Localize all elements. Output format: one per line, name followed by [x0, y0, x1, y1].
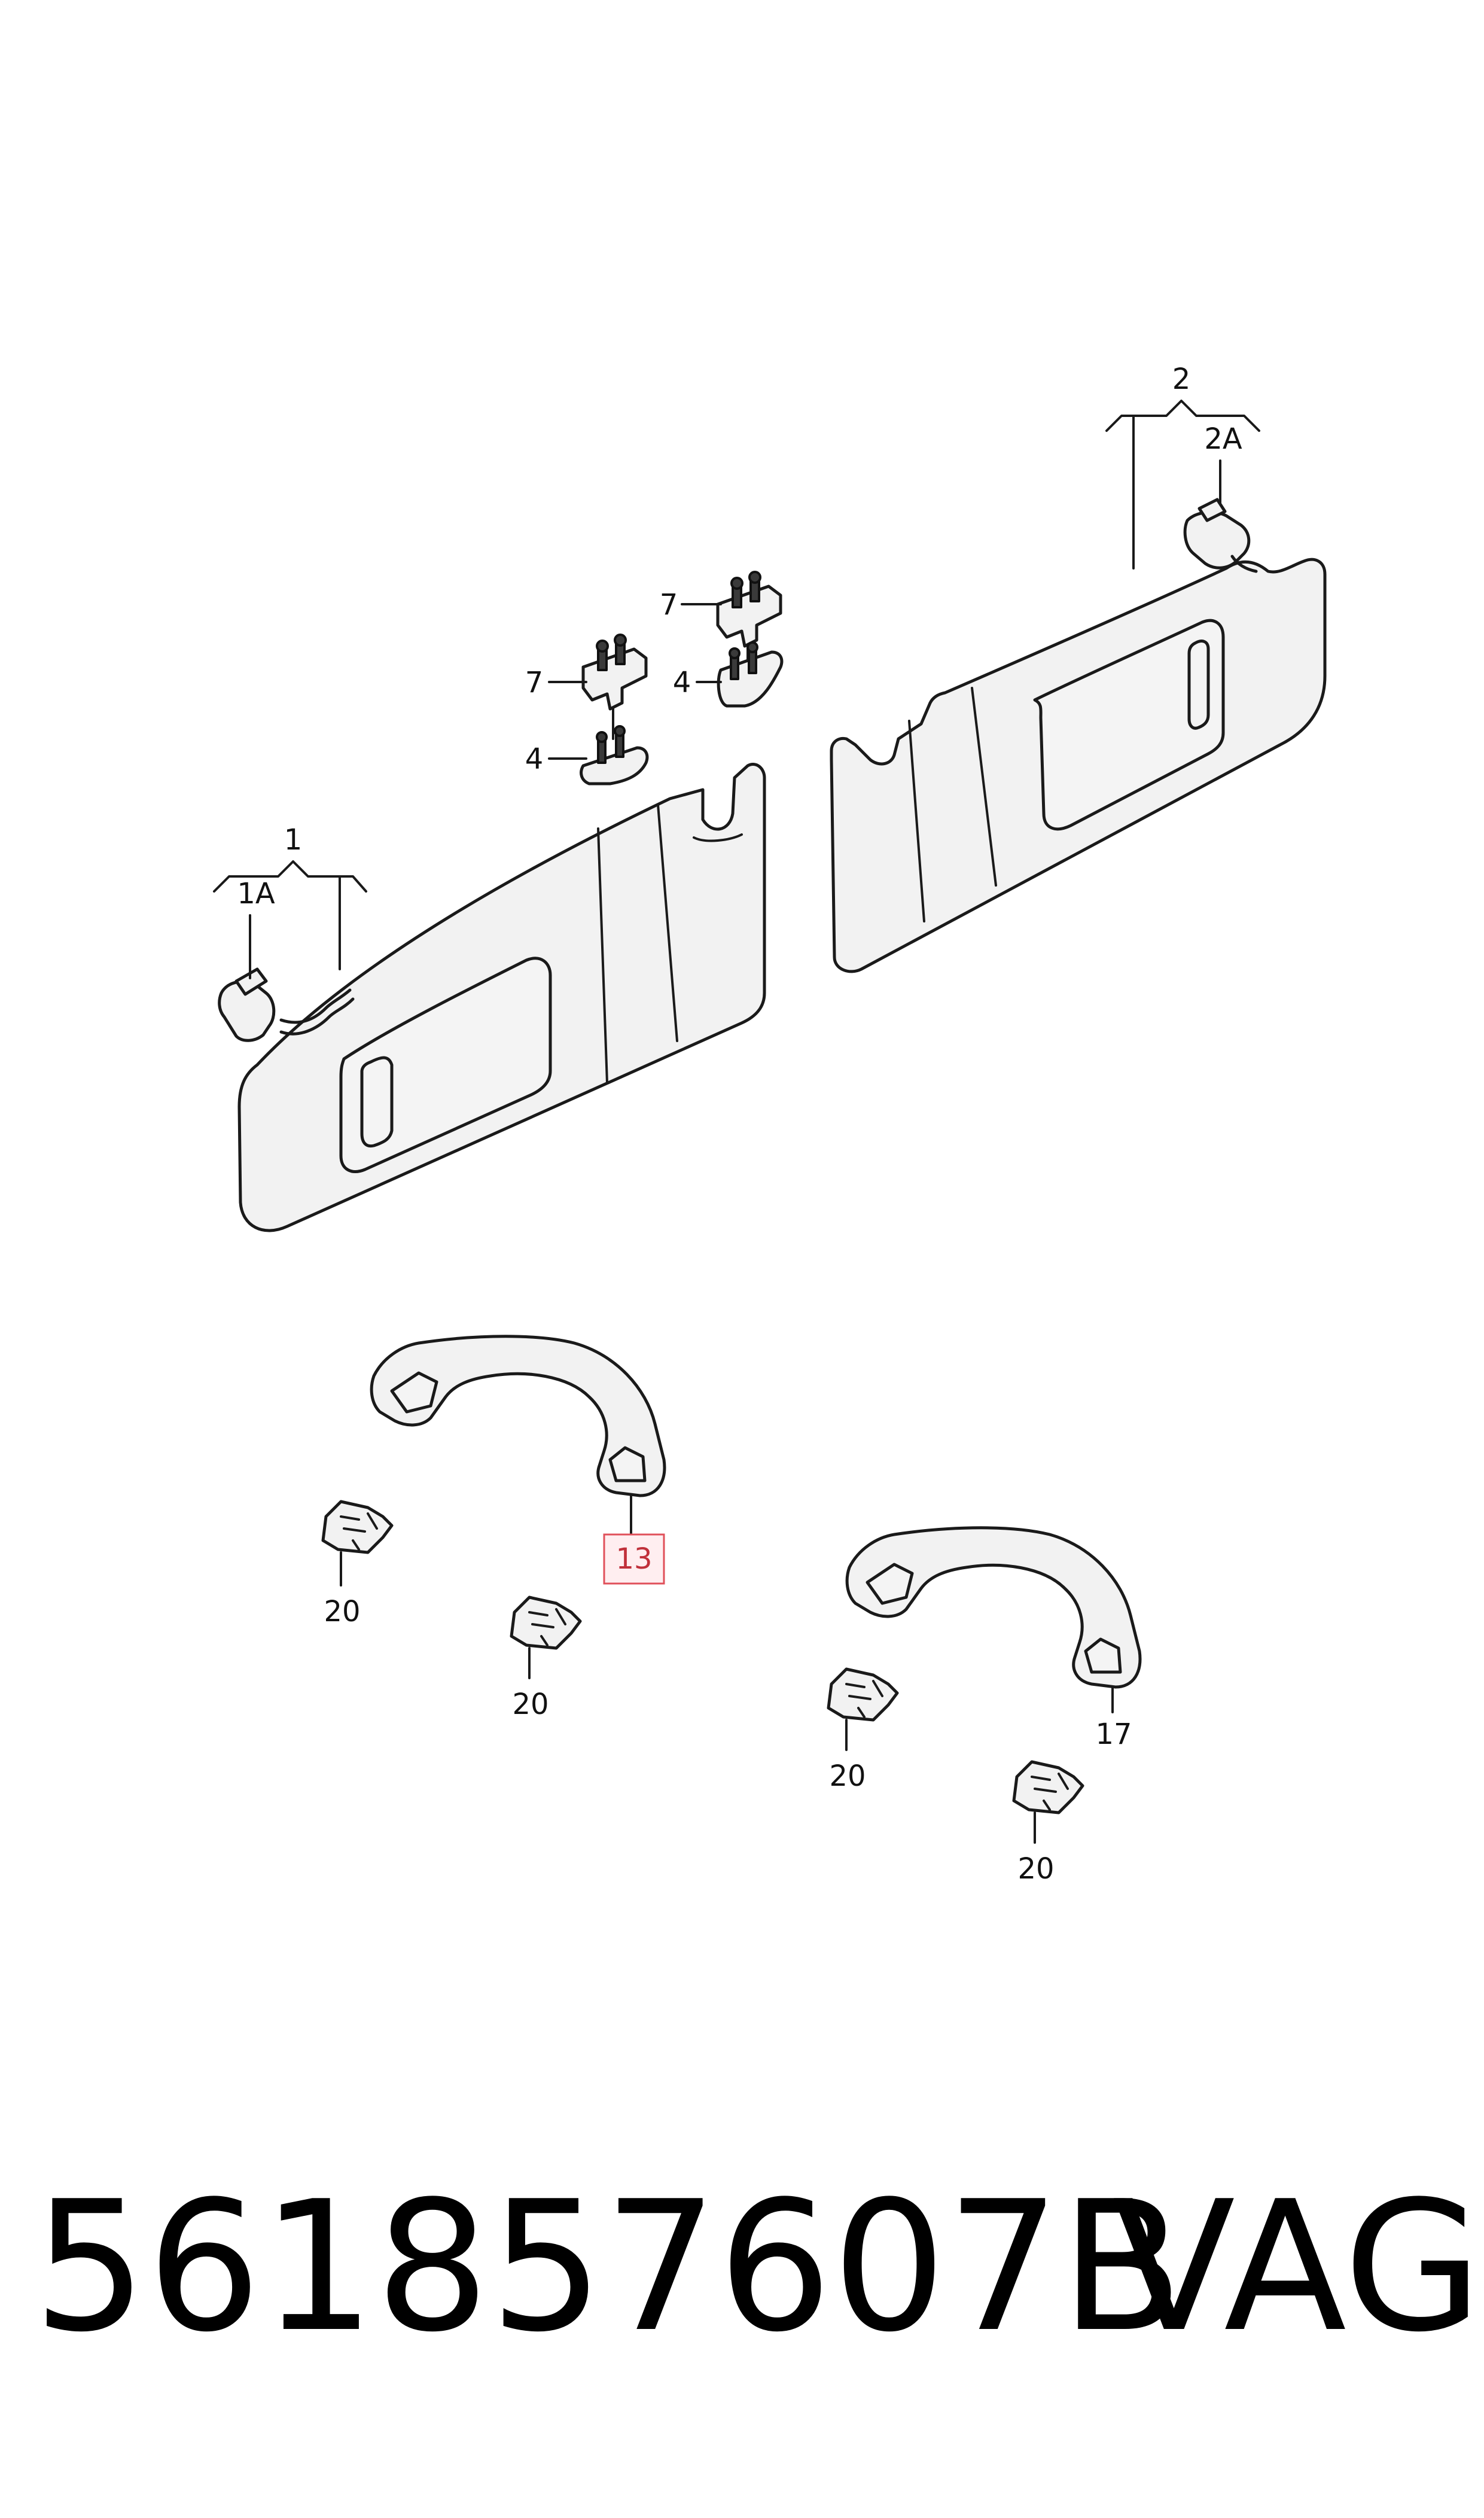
- retainer-clip-20-b: [510, 1596, 582, 1650]
- retainer-clip-20-a: [321, 1500, 394, 1554]
- label-part-20-c: 20: [829, 1759, 866, 1793]
- visor-cover-left: [580, 725, 649, 785]
- label-part-20-a: 20: [324, 1595, 360, 1628]
- label-part-1a: 1A: [237, 877, 275, 911]
- label-part-4-left: 4: [525, 742, 544, 776]
- part-number: 561857607B: [33, 2163, 1184, 2371]
- label-part-2a: 2A: [1204, 422, 1242, 456]
- visor-cover-right: [717, 641, 784, 708]
- brand-name: VAG: [1113, 2163, 1483, 2371]
- visor-holder-clip-right: [716, 571, 782, 648]
- retainer-clip-20-d: [1012, 1760, 1084, 1814]
- label-part-13: 13: [615, 1542, 652, 1576]
- bracket-part-1: [213, 860, 367, 979]
- label-part-20-b: 20: [512, 1688, 548, 1721]
- visor-pivot-left: [218, 967, 355, 1042]
- grab-handle-13: [370, 1335, 666, 1497]
- retainer-clip-20-c: [827, 1667, 899, 1722]
- label-part-4-right: 4: [673, 666, 691, 699]
- label-part-2: 2: [1172, 363, 1191, 396]
- sun-visor-right: [830, 558, 1327, 973]
- label-part-1: 1: [284, 823, 303, 857]
- sun-visor-left: [237, 763, 766, 1232]
- label-part-17: 17: [1095, 1718, 1132, 1751]
- visor-pivot-right: [1183, 498, 1258, 573]
- bracket-part-2: [1105, 400, 1260, 570]
- highlight-part-13: [603, 1533, 665, 1585]
- label-part-7-right: 7: [660, 588, 678, 622]
- grab-handle-17: [845, 1526, 1142, 1689]
- label-part-20-d: 20: [1017, 1852, 1054, 1886]
- visor-holder-clip-left: [581, 634, 648, 711]
- label-part-7-left: 7: [525, 666, 544, 699]
